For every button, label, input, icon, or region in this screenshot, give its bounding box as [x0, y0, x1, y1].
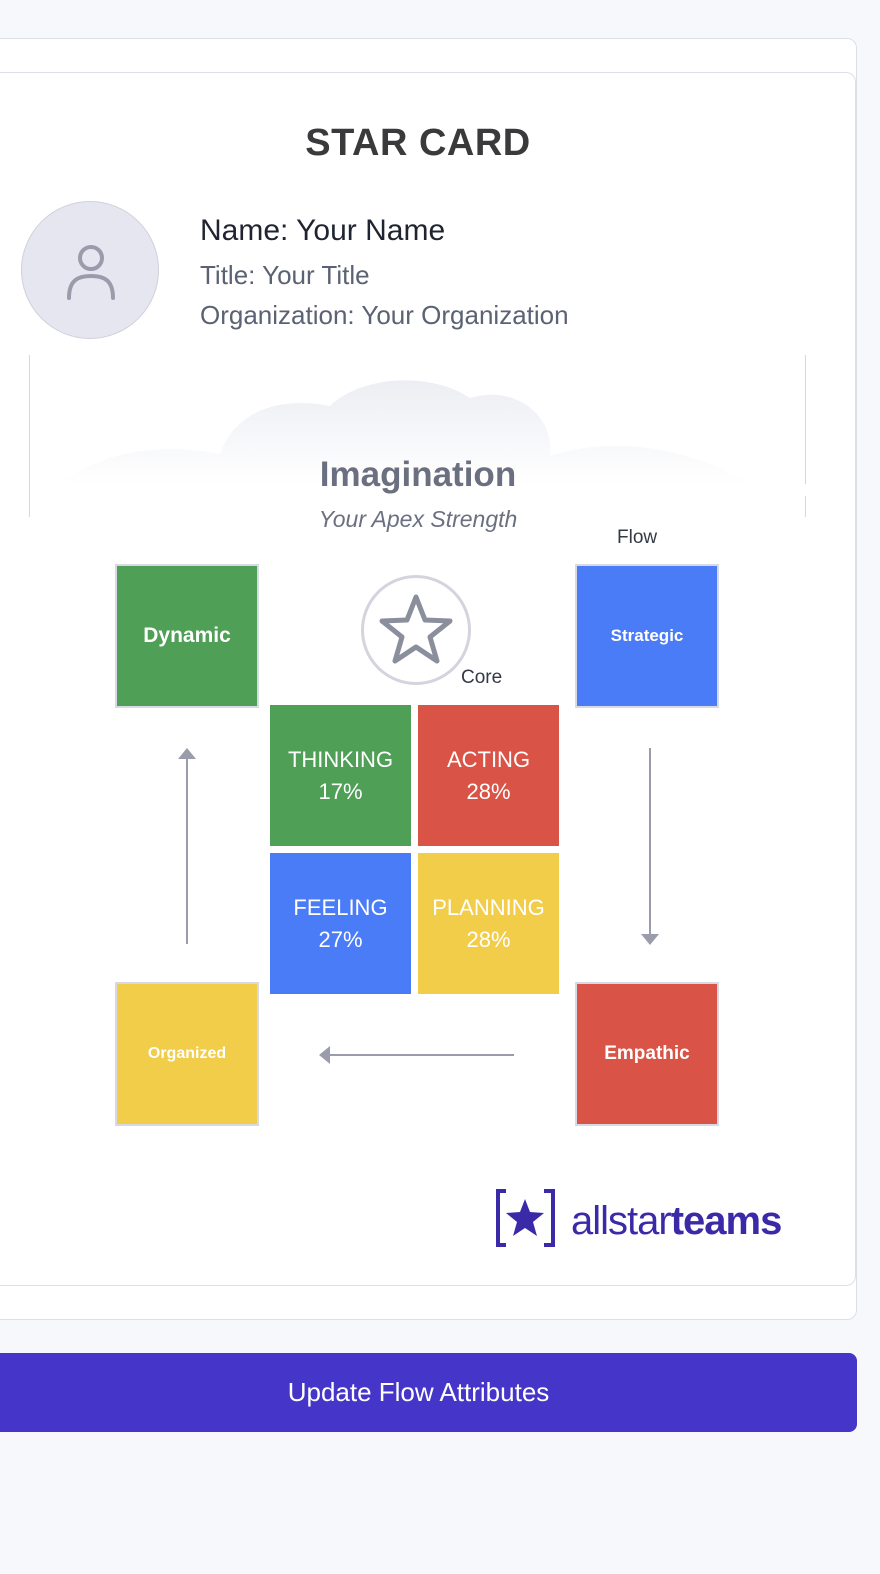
profile-organization: Organization: Your Organization: [200, 300, 569, 330]
card-title: STAR CARD: [305, 122, 531, 164]
quadrant-planning-name: PLANNING: [432, 894, 545, 920]
quadrant-acting-name: ACTING: [446, 746, 531, 772]
core-label: Core: [461, 667, 503, 688]
quadrant-acting-percent: 28%: [466, 778, 511, 804]
frame-divider-left: [29, 355, 30, 517]
flow-box-strategic-label: Strategic: [610, 626, 684, 645]
flow-label: Flow: [617, 527, 658, 548]
quadrant-feeling-percent: 27%: [318, 926, 363, 952]
quadrant-planning: PLANNING 28%: [418, 853, 559, 994]
quadrant-thinking: THINKING 17%: [270, 705, 411, 846]
quadrant-acting: ACTING 28%: [418, 705, 559, 846]
quadrant-feeling-name: FEELING: [293, 894, 388, 920]
quadrant-thinking-name: THINKING: [287, 746, 394, 772]
apex-strength-label: Imagination: [319, 455, 517, 494]
avatar: [21, 201, 159, 339]
logo-text-bold: teams: [671, 1199, 782, 1243]
allstarteams-logo-icon: allstarteams: [496, 1189, 782, 1247]
quadrant-feeling: FEELING 27%: [270, 853, 411, 994]
logo-text-light: allstar: [571, 1199, 671, 1243]
logo-wordmark: allstarteams: [571, 1199, 781, 1243]
star-icon: [379, 594, 453, 664]
flow-box-empathic: Empathic: [575, 982, 719, 1126]
user-icon: [67, 245, 115, 300]
arrow-up-icon: [178, 748, 196, 944]
flow-box-dynamic-label: Dynamic: [143, 624, 231, 647]
profile-title: Title: Your Title: [200, 260, 370, 290]
flow-box-dynamic: Dynamic: [115, 564, 259, 708]
arrow-left-icon: [319, 1046, 514, 1064]
core-star-badge: [361, 575, 471, 685]
arrow-down-icon: [641, 748, 659, 945]
flow-box-empathic-label: Empathic: [604, 1043, 690, 1064]
apex-cloud-shape: [30, 380, 806, 496]
quadrant-planning-percent: 28%: [466, 926, 511, 952]
update-flow-attributes-button[interactable]: Update Flow Attributes: [0, 1353, 857, 1432]
flow-box-organized: Organized: [115, 982, 259, 1126]
profile-name: Name: Your Name: [200, 214, 446, 247]
flow-box-organized-label: Organized: [147, 1045, 227, 1062]
apex-strength-subtitle: Your Apex Strength: [318, 506, 518, 532]
quadrant-thinking-percent: 17%: [318, 778, 363, 804]
flow-box-strategic: Strategic: [575, 564, 719, 708]
frame-divider-right: [805, 355, 806, 517]
